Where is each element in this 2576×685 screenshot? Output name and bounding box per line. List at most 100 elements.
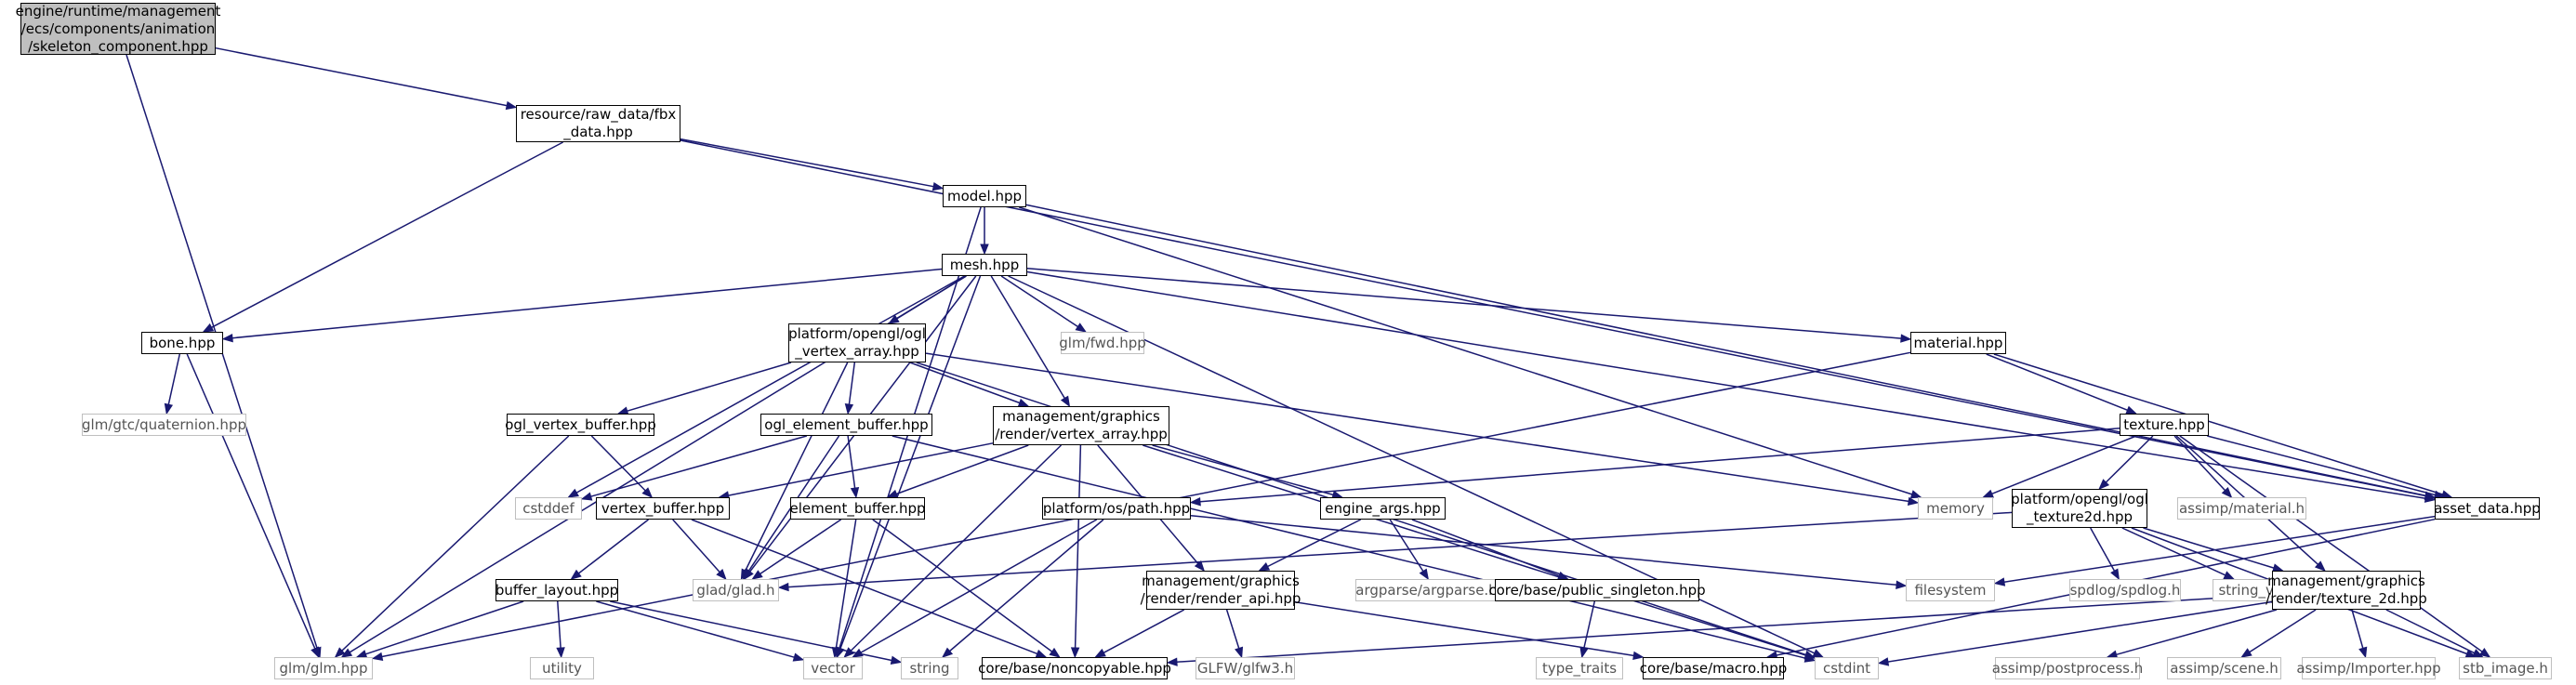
- edge-model-to-memory: [1019, 206, 1922, 499]
- edge-bone-to-glm: [186, 353, 320, 659]
- edge-line: [872, 519, 1053, 652]
- edge-mgtex-to-stbimage: [2385, 609, 2484, 658]
- edge-mgva-to-noncopy: [1070, 444, 1082, 659]
- edge-arrowhead: [1632, 651, 1645, 661]
- node-material[interactable]: material.hpp: [1910, 332, 2006, 354]
- edge-oglvb-to-glm: [334, 435, 570, 658]
- edge-arrowhead: [1419, 568, 1430, 581]
- edge-arrowhead: [742, 568, 753, 581]
- edge-mgapi-to-glfw: [1225, 609, 1244, 659]
- edge-texture-to-ogltex: [2098, 435, 2154, 490]
- node-model[interactable]: model.hpp: [943, 185, 1026, 207]
- edge-line: [1267, 519, 1362, 568]
- node-path[interactable]: platform/os/path.hpp: [1042, 497, 1191, 520]
- edge-line: [672, 519, 720, 573]
- edge-eargs-to-argparse: [1389, 519, 1430, 581]
- node-quat: glm/gtc/quaternion.hpp: [82, 414, 246, 436]
- edge-mesh-to-asset: [1026, 270, 2437, 503]
- edge-mesh-to-bone: [221, 268, 943, 343]
- node-asset[interactable]: asset_data.hpp: [2434, 497, 2541, 520]
- node-label: spdlog/spdlog.h: [2069, 581, 2181, 599]
- edge-mesh-to-cstddef: [567, 275, 965, 498]
- edge-skel-to-fbx: [215, 46, 518, 111]
- node-glmfwd: glm/fwd.hpp: [1059, 332, 1146, 354]
- edge-line: [590, 435, 646, 492]
- node-glfw: GLFW/glfw3.h: [1196, 657, 1295, 679]
- node-argparse: argparse/argparse.hpp: [1355, 579, 1515, 601]
- node-label: buffer_layout.hpp: [495, 581, 619, 599]
- node-label: cstddef: [522, 499, 575, 517]
- edge-fbx-to-model: [680, 138, 945, 191]
- edge-mesh-to-glmfwd: [1000, 275, 1088, 333]
- node-postproc: assimp/postprocess.h: [1992, 657, 2143, 679]
- edge-line: [1176, 594, 2273, 663]
- edge-arrowhead: [843, 647, 855, 658]
- edge-path-to-filesystem: [1190, 515, 1908, 589]
- node-label: resource/raw_data/fbx _data.hpp: [520, 106, 677, 140]
- edge-mgapi-to-noncopy: [1094, 609, 1185, 658]
- edge-arrowhead: [792, 652, 805, 662]
- edge-arrowhead: [570, 569, 582, 580]
- edge-arrowhead: [1907, 496, 1920, 507]
- node-oglvb[interactable]: ogl_vertex_buffer.hpp: [505, 414, 656, 436]
- edge-line: [2351, 609, 2364, 649]
- edge-arrowhead: [1900, 334, 1912, 343]
- node-mgtex[interactable]: management/graphics /render/texture_2d.h…: [2266, 571, 2427, 610]
- node-fbx[interactable]: resource/raw_data/fbx _data.hpp: [516, 105, 680, 142]
- node-mesh[interactable]: mesh.hpp: [942, 254, 1027, 276]
- node-label: element_buffer.hpp: [789, 499, 926, 517]
- node-bone[interactable]: bone.hpp: [141, 332, 223, 354]
- edge-line: [1294, 600, 1634, 657]
- node-label: string: [909, 659, 950, 677]
- node-string: string: [901, 657, 958, 679]
- edge-line: [949, 519, 1104, 652]
- node-noncopy[interactable]: core/base/noncopyable.hpp: [978, 657, 1171, 679]
- node-buflayout[interactable]: buffer_layout.hpp: [495, 579, 618, 601]
- node-label: glm/gtc/quaternion.hpp: [82, 415, 246, 433]
- node-label: management/graphics /render/render_api.h…: [1140, 573, 1301, 607]
- edge-line: [610, 600, 892, 662]
- node-vector: vector: [803, 657, 863, 679]
- node-label: model.hpp: [946, 187, 1023, 204]
- node-mgapi[interactable]: management/graphics /render/render_api.h…: [1141, 571, 1301, 610]
- node-cstdint: cstdint: [1815, 657, 1879, 679]
- node-filesystem: filesystem: [1906, 579, 1995, 601]
- edge-line: [1103, 609, 1185, 653]
- node-label: GLFW/glfw3.h: [1196, 659, 1294, 677]
- node-ogltex[interactable]: platform/opengl/ogl _texture2d.hpp: [2011, 489, 2148, 528]
- node-ogleb[interactable]: ogl_element_buffer.hpp: [760, 414, 932, 436]
- edge-arrowhead: [2110, 568, 2120, 581]
- edge-line: [167, 353, 181, 405]
- node-eb[interactable]: element_buffer.hpp: [789, 497, 926, 520]
- edge-line: [211, 141, 563, 328]
- node-eargs[interactable]: engine_args.hpp: [1320, 497, 1446, 520]
- edge-line: [860, 519, 1098, 653]
- node-oglva[interactable]: platform/opengl/ogl _vertex_array.hpp: [788, 323, 926, 362]
- node-texture[interactable]: texture.hpp: [2120, 414, 2209, 436]
- node-macro[interactable]: core/base/macro.hpp: [1640, 657, 1787, 679]
- edge-eb-to-noncopy: [872, 519, 1061, 658]
- edge-line: [596, 600, 795, 658]
- edge-line: [850, 444, 1063, 652]
- edge-line: [680, 138, 934, 188]
- edge-arrowhead: [310, 646, 320, 659]
- node-label: assimp/Importer.hpp: [2296, 659, 2441, 677]
- node-spdlog: spdlog/spdlog.h: [2069, 579, 2181, 601]
- edge-arrowhead: [1579, 646, 1589, 659]
- edge-line: [186, 353, 316, 650]
- node-mgva[interactable]: management/graphics /render/vertex_array…: [993, 406, 1169, 445]
- edge-line: [2003, 515, 2436, 583]
- edge-line: [1019, 206, 1912, 495]
- edge-mgva-to-cstdint: [1143, 444, 1816, 660]
- edge-ogleb-to-eb: [847, 435, 860, 499]
- edge-arrowhead: [334, 647, 346, 658]
- edge-arrowhead: [751, 570, 763, 580]
- node-pubsingle[interactable]: core/base/public_singleton.hpp: [1488, 579, 1706, 601]
- edge-line: [215, 46, 508, 107]
- edge-ogltex-to-mgtex: [2143, 527, 2284, 573]
- edge-line: [578, 519, 649, 574]
- edge-arrowhead: [1258, 562, 1271, 572]
- node-vb[interactable]: vertex_buffer.hpp: [596, 497, 730, 520]
- edge-arrowhead: [1049, 647, 1061, 658]
